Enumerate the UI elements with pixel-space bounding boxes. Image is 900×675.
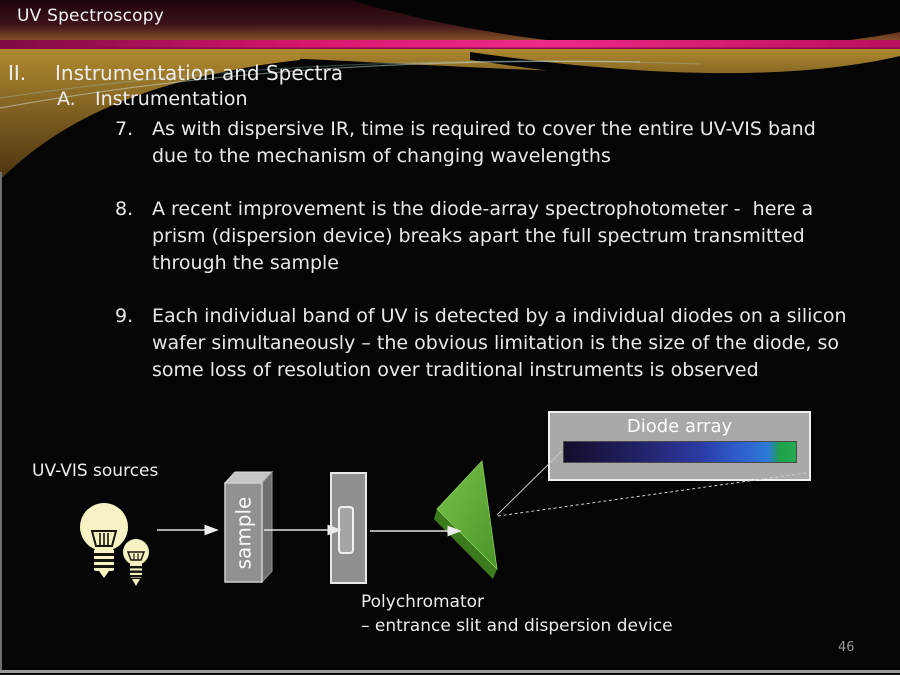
item-line: some loss of resolution over traditional…	[152, 359, 759, 381]
light-bulb-icon-small	[123, 539, 149, 586]
item-line: through the sample	[152, 252, 339, 274]
slit-opening	[338, 506, 354, 554]
subsection-title: Instrumentation	[95, 88, 248, 110]
slide-left-edge	[0, 172, 2, 671]
header-decoration	[0, 0, 900, 180]
item-line: wafer simultaneously – the obvious limit…	[152, 332, 840, 354]
item-number: 9.	[115, 305, 134, 327]
light-bulb-icon	[80, 503, 128, 578]
subsection-letter: A.	[57, 88, 76, 110]
sample-label-text: sample	[231, 496, 255, 569]
item-number: 8.	[115, 198, 134, 220]
item-number: 7.	[115, 118, 134, 140]
uv-vis-sources-label: UV-VIS sources	[32, 461, 159, 481]
sample-box-label: sample	[222, 483, 264, 582]
list-item-8: 8. A recent improvement is the diode-arr…	[0, 196, 900, 277]
polychromator-subtitle: – entrance slit and dispersion device	[361, 616, 673, 636]
diode-array-box: Diode array	[548, 411, 811, 481]
item-line: A recent improvement is the diode-array …	[152, 198, 814, 220]
header-accent-stripe	[0, 40, 900, 49]
header-swoosh-top	[350, 0, 900, 50]
item-line: As with dispersive IR, time is required …	[152, 118, 816, 140]
header-swoosh-bottom	[470, 52, 900, 100]
list-item-7: 7. As with dispersive IR, time is requir…	[0, 116, 900, 170]
list-item-9: 9. Each individual band of UV is detecte…	[0, 303, 900, 384]
section-numeral: II.	[8, 61, 27, 85]
entrance-slit-box	[330, 472, 367, 584]
spectrum-gradient-bar	[563, 441, 797, 463]
prism-icon	[434, 460, 498, 579]
item-line: Each individual band of UV is detected b…	[152, 305, 847, 327]
section-title: Instrumentation and Spectra	[55, 61, 343, 85]
item-line: due to the mechanism of changing wavelen…	[152, 145, 611, 167]
diode-array-label: Diode array	[626, 416, 733, 437]
slide-bottom-edge	[0, 670, 900, 673]
header-gold-wedge	[0, 49, 300, 180]
page-number: 46	[838, 640, 855, 655]
polychromator-label: Polychromator	[361, 592, 485, 612]
page-title: UV Spectroscopy	[17, 6, 165, 26]
item-line: prism (dispersion device) breaks apart t…	[152, 225, 805, 247]
